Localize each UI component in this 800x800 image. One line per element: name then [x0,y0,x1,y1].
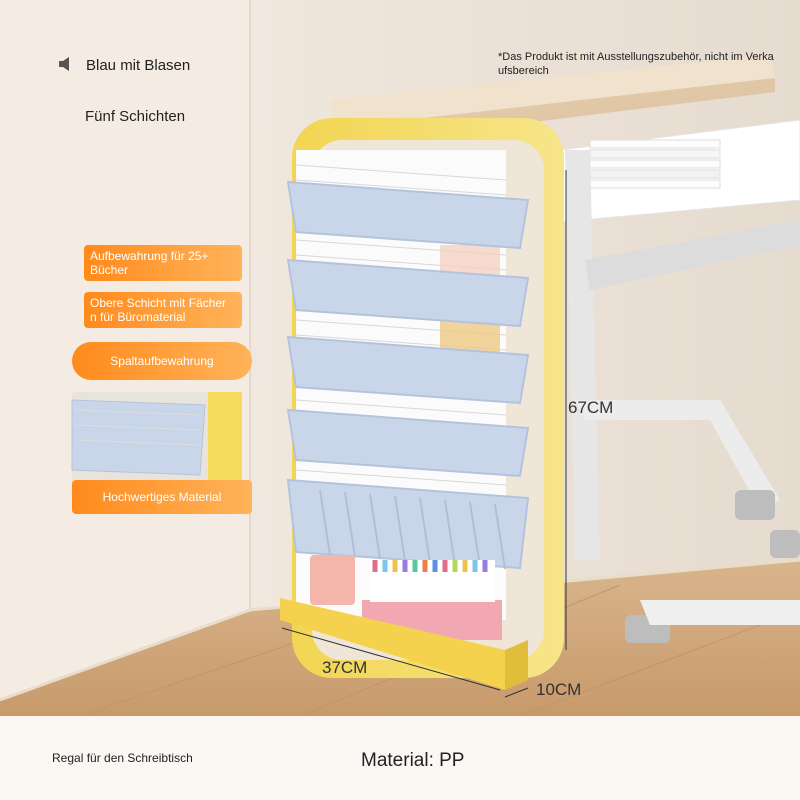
color-option-label: Blau mit Blasen [86,57,191,74]
material-label: Material: PP [361,750,465,771]
feature-badge-top-layer: Obere Schicht mit Fächern für Büromateri… [84,292,242,328]
height-dimension: 67CM [568,398,614,417]
product-name: Regal für den Schreibtisch [52,751,193,765]
disclaimer-text: *Das Produkt ist mit Ausstellungszubehör… [498,51,774,77]
depth-dimension: 10CM [536,680,582,699]
footer-bar [0,716,800,800]
speaker-icon [58,56,72,72]
width-dimension: 37CM [322,658,368,677]
feature-badge-gap-storage: Spaltaufbewahrung [72,342,252,380]
feature-badge-material: Hochwertiges Material [72,480,252,514]
feature-badge-books: Aufbewahrung für 25+ Bücher [84,245,242,281]
layers-label: Fünf Schichten [85,108,186,125]
